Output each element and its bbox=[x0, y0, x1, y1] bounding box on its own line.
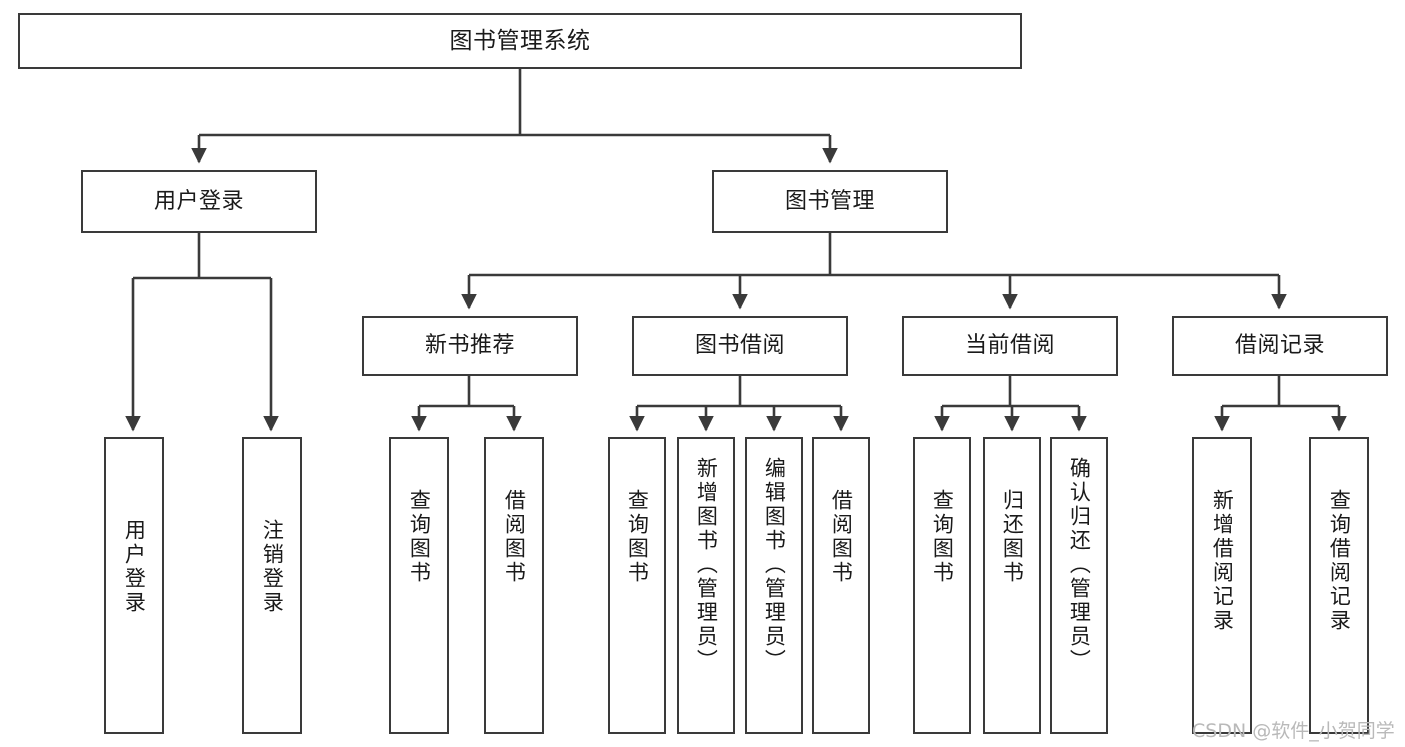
node-label: 图书管理 bbox=[784, 188, 875, 214]
leaf-user-logout[interactable]: 注销登录 bbox=[242, 437, 302, 734]
node-label: 归还图书 bbox=[1000, 489, 1025, 585]
node-label: 用户登录 bbox=[153, 188, 244, 214]
node-label: 查询借阅记录 bbox=[1327, 489, 1352, 633]
node-label: 查询图书 bbox=[407, 489, 432, 585]
leaf-user-login[interactable]: 用户登录 bbox=[104, 437, 164, 734]
leaf-current-confirm-return-admin[interactable]: 确认归还（管理员） bbox=[1050, 437, 1108, 734]
node-borrow-record[interactable]: 借阅记录 bbox=[1172, 316, 1388, 376]
node-label: 借阅图书 bbox=[829, 489, 854, 585]
leaf-recommend-query-book[interactable]: 查询图书 bbox=[389, 437, 449, 734]
node-current-borrow[interactable]: 当前借阅 bbox=[902, 316, 1118, 376]
leaf-current-query-book[interactable]: 查询图书 bbox=[913, 437, 971, 734]
node-label: 借阅记录 bbox=[1234, 333, 1325, 359]
node-book-management[interactable]: 图书管理 bbox=[712, 170, 948, 233]
node-label: 查询图书 bbox=[625, 489, 650, 585]
node-label: 查询图书 bbox=[930, 489, 955, 585]
leaf-borrow-add-book-admin[interactable]: 新增图书（管理员） bbox=[677, 437, 735, 734]
node-label: 编辑图书（管理员） bbox=[762, 457, 787, 673]
node-new-book-recommend[interactable]: 新书推荐 bbox=[362, 316, 578, 376]
leaf-current-return-book[interactable]: 归还图书 bbox=[983, 437, 1041, 734]
leaf-record-add-borrow-record[interactable]: 新增借阅记录 bbox=[1192, 437, 1252, 734]
leaf-borrow-lend-book[interactable]: 借阅图书 bbox=[812, 437, 870, 734]
node-label: 确认归还（管理员） bbox=[1067, 457, 1092, 673]
node-label: 图书借阅 bbox=[694, 333, 785, 359]
node-label: 新书推荐 bbox=[424, 333, 515, 359]
leaf-borrow-edit-book-admin[interactable]: 编辑图书（管理员） bbox=[745, 437, 803, 734]
csdn-watermark: CSDN @软件_小贺同学 bbox=[1192, 720, 1395, 742]
node-label: 借阅图书 bbox=[502, 489, 527, 585]
leaf-record-query-borrow-record[interactable]: 查询借阅记录 bbox=[1309, 437, 1369, 734]
node-label: 图书管理系统 bbox=[449, 27, 591, 54]
leaf-borrow-query-book[interactable]: 查询图书 bbox=[608, 437, 666, 734]
node-user-login[interactable]: 用户登录 bbox=[81, 170, 317, 233]
leaf-recommend-borrow-book[interactable]: 借阅图书 bbox=[484, 437, 544, 734]
node-label: 用户登录 bbox=[122, 519, 147, 615]
node-label: 新增图书（管理员） bbox=[694, 457, 719, 673]
node-book-borrow[interactable]: 图书借阅 bbox=[632, 316, 848, 376]
node-label: 当前借阅 bbox=[964, 333, 1055, 359]
node-label: 注销登录 bbox=[260, 519, 285, 615]
node-label: 新增借阅记录 bbox=[1210, 489, 1235, 633]
node-root-book-management-system[interactable]: 图书管理系统 bbox=[18, 13, 1022, 69]
